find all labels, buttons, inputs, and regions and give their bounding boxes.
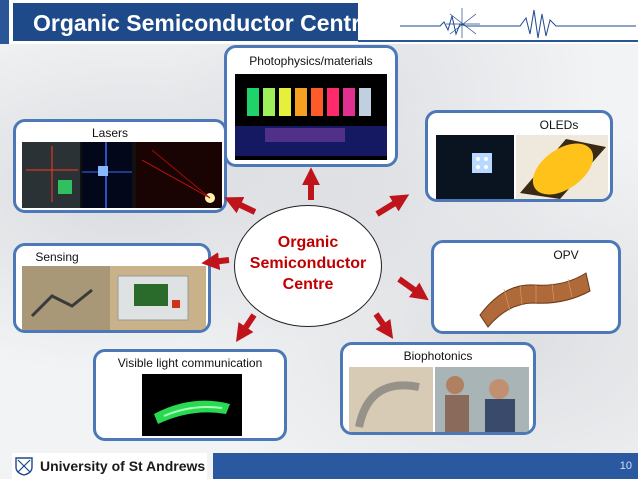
oleds-label: OLEDs <box>539 118 579 132</box>
title-accent <box>0 0 9 44</box>
footer-bar: 10 <box>213 453 638 479</box>
opv-label: OPV <box>553 248 579 262</box>
arrow-lasers <box>224 196 257 215</box>
lasers-box: Lasers <box>13 119 227 213</box>
page-number: 10 <box>619 460 632 472</box>
biophotonics-label: Biophotonics <box>403 349 473 363</box>
opv-image <box>464 265 594 329</box>
lasers-label: Lasers <box>91 126 129 140</box>
opv-box: OPV <box>431 240 621 334</box>
waveform-decoration <box>400 8 636 39</box>
lasers-image <box>22 142 222 208</box>
photophysics-box: Photophysics/materials <box>224 45 398 167</box>
arrow-sensing <box>201 252 230 271</box>
footer-institution: University of St Andrews <box>12 453 207 479</box>
vlc-image <box>142 374 242 436</box>
institution-name: University of St Andrews <box>40 458 206 474</box>
page-title: Organic Semiconductor Centre <box>33 10 373 36</box>
oleds-box: OLEDs <box>425 110 613 202</box>
arrow-opv <box>397 276 429 301</box>
biophotonics-box: Biophotonics <box>340 342 536 435</box>
footer: University of St Andrews 10 <box>0 453 638 479</box>
vials-image <box>235 74 387 160</box>
sensing-label: Sensing <box>35 250 79 264</box>
photophysics-label: Photophysics/materials <box>249 54 373 68</box>
header: Organic Semiconductor Centre <box>0 0 638 44</box>
title-bar: Organic Semiconductor Centre <box>13 3 373 41</box>
title-underline <box>358 40 638 42</box>
oleds-image <box>436 135 608 199</box>
vlc-box: Visible light communication <box>93 349 287 441</box>
sensing-box: Sensing <box>13 243 211 333</box>
center-ellipse: Organic Semiconductor Centre <box>234 205 382 327</box>
arrow-vlc <box>236 313 257 342</box>
sensing-image <box>22 266 206 330</box>
center-title: Organic Semiconductor Centre <box>249 234 367 293</box>
arrow-biophotonics <box>373 312 394 339</box>
university-crest-icon <box>15 457 33 476</box>
arrow-oleds <box>375 194 410 217</box>
biophotonics-image <box>349 367 529 432</box>
vlc-label: Visible light communication <box>117 356 263 370</box>
